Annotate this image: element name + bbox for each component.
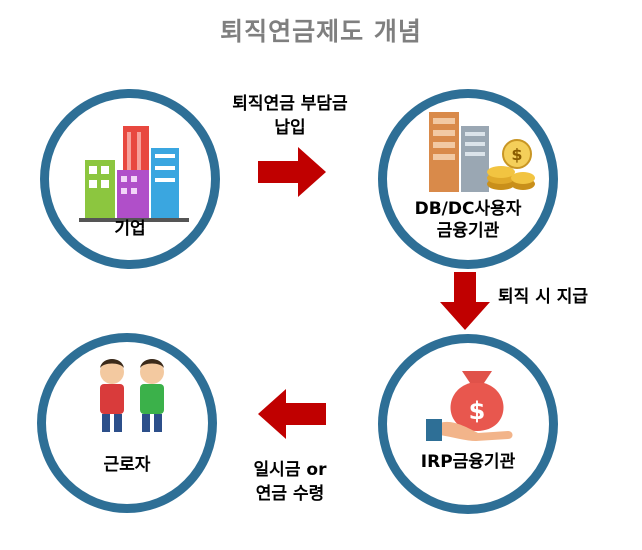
pay-in-label-line2: 납입 <box>274 118 306 138</box>
pay-in-label: 퇴직연금 부담금 납입 <box>205 92 375 140</box>
db-dc-label: DB/DC사용자 금융기관 <box>387 198 549 242</box>
receive-label: 일시금 or 연금 수령 <box>230 458 350 506</box>
arrow-down-icon <box>440 272 490 330</box>
retire-pay-label: 퇴직 시 지급 <box>498 287 589 307</box>
receive-label-line2: 연금 수령 <box>255 484 325 504</box>
receive-label-line1: 일시금 or <box>253 460 327 480</box>
db-dc-label-line1: DB/DC사용자 <box>414 199 522 219</box>
arrow-left-icon <box>258 389 326 439</box>
db-dc-node: $ DB/DC사용자 금융기관 <box>378 89 558 269</box>
buildings-icon <box>79 126 189 222</box>
company-node: 기업 <box>40 89 220 269</box>
workers-icon <box>100 359 164 432</box>
pay-in-label-line1: 퇴직연금 부담금 <box>232 94 348 114</box>
bank-coins-icon: $ <box>429 112 535 192</box>
arrow-right-icon <box>258 147 326 197</box>
worker-node: 근로자 <box>37 333 217 513</box>
svg-text:$: $ <box>511 145 522 164</box>
company-label: 기업 <box>114 219 146 239</box>
irp-label: IRP금융기관 <box>420 452 516 472</box>
worker-label: 근로자 <box>103 455 151 475</box>
svg-text:$: $ <box>469 397 486 425</box>
irp-node: $ IRP금융기관 <box>378 334 558 514</box>
diagram-title: 퇴직연금제도 개념 <box>220 17 422 46</box>
money-bag-hand-icon: $ <box>426 371 513 441</box>
db-dc-label-line2: 금융기관 <box>436 221 500 241</box>
